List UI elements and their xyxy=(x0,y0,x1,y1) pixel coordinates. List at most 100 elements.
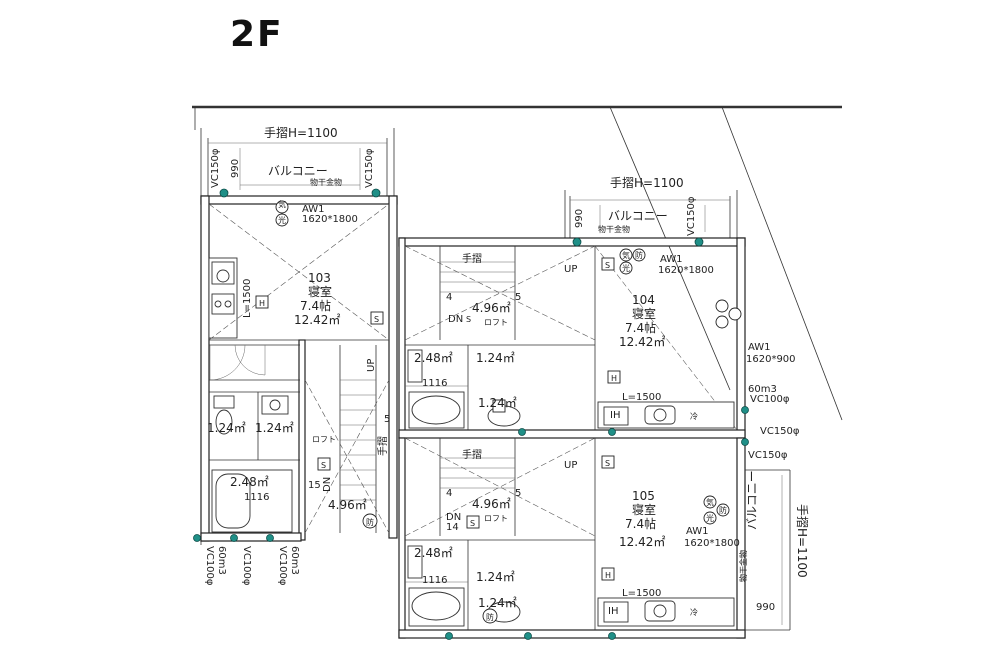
fridge-105: 冷 xyxy=(690,607,698,617)
loft-105: ロフト xyxy=(484,514,508,523)
balcony-label-103: バルコニー xyxy=(268,164,328,178)
vent-air-103: 気 xyxy=(278,199,286,209)
room-area-105: 12.42㎡ xyxy=(619,535,665,549)
room-tatami-103: 7.4帖 xyxy=(300,298,331,313)
unit-103 xyxy=(193,128,398,545)
handrail-label-103: 手摺H=1100 xyxy=(264,125,338,140)
step-4-104: 4 xyxy=(446,292,452,303)
bath-area-104: 2.48㎡ xyxy=(414,351,453,365)
aw1-size-104: 1620*1800 xyxy=(658,265,714,276)
aw1-size-103: 1620*1800 xyxy=(302,214,358,225)
room-name-103: 寝室 xyxy=(308,284,332,299)
m60-103a: 60m3 xyxy=(216,546,227,575)
loft-area-103: 4.96㎡ xyxy=(328,498,367,512)
vc100-103c: VC100φ xyxy=(277,546,288,586)
room-tatami-104: 7.4帖 xyxy=(625,320,656,335)
vent-light-105: 光 xyxy=(706,513,714,523)
m60-104: 60m3 xyxy=(748,384,777,395)
drying-hardware-104: 物干金物 xyxy=(598,224,630,234)
dn-103: DN xyxy=(322,477,333,492)
room-area-103: 12.42㎡ xyxy=(294,313,340,327)
vc150-105: VC150φ xyxy=(748,450,788,461)
dn-105: DN xyxy=(446,512,461,523)
aw1-104: AW1 xyxy=(660,254,683,265)
drying-hardware-105: 物干金物 xyxy=(738,550,748,582)
fridge-104: 冷 xyxy=(690,411,698,421)
balcony-label-104: バルコニー xyxy=(608,209,668,223)
handrail-label-104: 手摺H=1100 xyxy=(610,175,684,190)
sym-s-104b: S xyxy=(466,315,471,324)
handrail-104: 手摺 xyxy=(462,252,482,265)
vent-fire-105: 防 xyxy=(719,505,727,515)
sym-s-104a: S xyxy=(605,261,610,270)
vent-air-105: 気 xyxy=(706,497,714,507)
handrail-103: 手摺 xyxy=(376,436,389,456)
sym-s-103a: S xyxy=(374,315,379,324)
step-5-104: 5 xyxy=(515,292,521,303)
kitchen-len-103: L=1500 xyxy=(242,279,253,318)
room-no-105: 105 xyxy=(632,489,655,503)
dim-990-103: 990 xyxy=(230,159,241,178)
aw1-size-105: 1620*1800 xyxy=(684,538,740,549)
floor-label: 2F xyxy=(230,14,284,55)
step-4-105: 4 xyxy=(446,488,452,499)
loft-area-104: 4.96㎡ xyxy=(472,301,511,315)
toilet-area-105a: 1.24㎡ xyxy=(476,570,515,584)
step-5-103: 5 xyxy=(384,414,390,425)
aw1-side-size-104: 1620*900 xyxy=(746,354,796,365)
toilet-area-105b: 1.24㎡ xyxy=(478,596,517,610)
vc100-103a: VC100φ xyxy=(204,546,215,586)
sym-h-105: H xyxy=(605,571,611,580)
handrail-105: 手摺 xyxy=(462,448,482,461)
vc150-104: VC150φ xyxy=(686,196,697,236)
room-no-104: 104 xyxy=(632,293,655,307)
vc150-103-left: VC150φ xyxy=(210,148,221,188)
toilet-area-104b: 1.24㎡ xyxy=(478,396,517,410)
vc150-103-right: VC150φ xyxy=(364,148,375,188)
vent-fire-103: 防 xyxy=(366,517,374,527)
unit-104 xyxy=(398,190,749,439)
dn-104: DN xyxy=(448,314,463,325)
vent-light-104: 光 xyxy=(622,263,630,273)
handrail-label-105: 手摺H=1100 xyxy=(795,504,810,578)
vc150-104b: VC150φ xyxy=(760,426,800,437)
aw1-105: AW1 xyxy=(686,526,709,537)
vent-fire-105b: 防 xyxy=(486,612,494,622)
kitchen-len-104: L=1500 xyxy=(622,392,661,403)
step-5-105: 5 xyxy=(515,488,521,499)
m60-103b: 60m3 xyxy=(289,546,300,575)
step-15-103: 15 xyxy=(308,480,321,491)
aw1-103: AW1 xyxy=(302,204,325,215)
bath-area-103: 2.48㎡ xyxy=(230,475,269,489)
toilet-area-103a: 1.24㎡ xyxy=(207,421,246,435)
bath-area-105: 2.48㎡ xyxy=(414,546,453,560)
site-boundary xyxy=(192,105,843,421)
room-no-103: 103 xyxy=(308,271,331,285)
up-105: UP xyxy=(564,460,577,471)
sym-s-105b: S xyxy=(470,519,475,528)
vent-light-103: 光 xyxy=(278,215,286,225)
room-name-105: 寝室 xyxy=(632,502,656,517)
room-name-104: 寝室 xyxy=(632,306,656,321)
loft-103: ロフト xyxy=(312,435,336,444)
up-104: UP xyxy=(564,264,577,275)
up-103: UP xyxy=(366,359,377,372)
drying-hardware-103: 物干金物 xyxy=(310,177,342,187)
sym-h-104: H xyxy=(611,374,617,383)
sym-s-103b: S xyxy=(321,461,326,470)
kitchen-len-105: L=1500 xyxy=(622,588,661,599)
dim-990-105: 990 xyxy=(756,602,775,613)
unit-bath-103: 1116 xyxy=(244,492,269,503)
aw1-side-104: AW1 xyxy=(748,342,771,353)
unit-bath-105: 1116 xyxy=(422,575,447,586)
ih-105: IH xyxy=(608,606,618,617)
vent-fire-104: 防 xyxy=(635,250,643,260)
vc100-103b: VC100φ xyxy=(241,546,252,586)
loft-area-105: 4.96㎡ xyxy=(472,497,511,511)
ih-104: IH xyxy=(610,410,620,421)
vc100-104: VC100φ xyxy=(750,394,790,405)
room-tatami-105: 7.4帖 xyxy=(625,516,656,531)
loft-104: ロフト xyxy=(484,318,508,327)
vent-air-104: 気 xyxy=(622,250,630,260)
unit-bath-104: 1116 xyxy=(422,378,447,389)
